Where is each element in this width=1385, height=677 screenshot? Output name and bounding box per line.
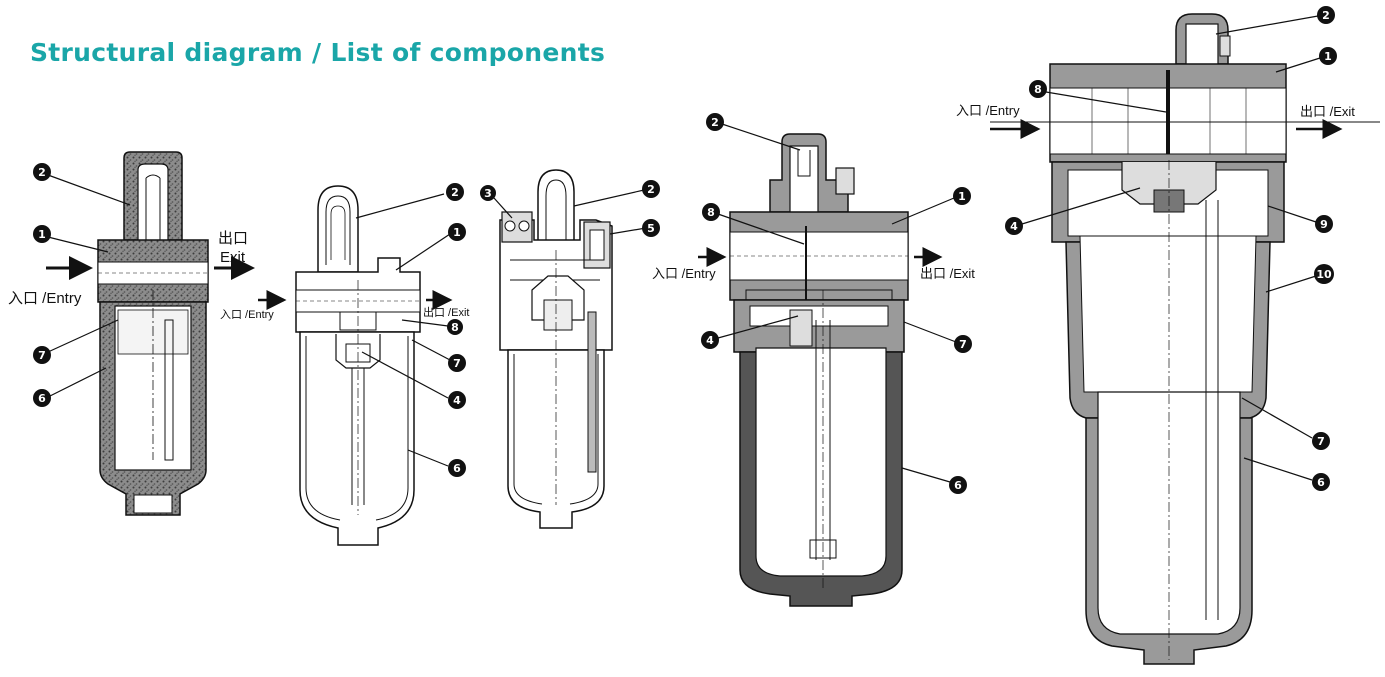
entry-label: 入口 /Entry <box>220 309 274 321</box>
callout-6: 6 <box>949 476 967 494</box>
exit-label: 出口 /Exit <box>423 305 469 319</box>
svg-text:7: 7 <box>453 357 461 370</box>
callout-2: 2 <box>1317 6 1335 24</box>
exit-label: 出口 /Exit <box>1300 104 1355 119</box>
diagram-lubricator-5: 入口 /Entry 出口 /Exit 2 1 8 4 9 10 7 6 <box>956 6 1380 665</box>
callout-6: 6 <box>448 459 466 477</box>
svg-text:6: 6 <box>453 462 461 475</box>
callout-2: 2 <box>446 183 464 201</box>
svg-text:5: 5 <box>647 222 655 235</box>
callout-7: 7 <box>448 354 466 372</box>
diagram-filter-1: 入口 /Entry 出口 Exit 2 1 7 6 <box>8 151 255 516</box>
callout-5: 5 <box>642 219 660 237</box>
callout-1: 1 <box>448 223 466 241</box>
callout-1: 1 <box>1319 47 1337 65</box>
svg-text:2: 2 <box>1322 9 1330 22</box>
entry-label: 入口 /Entry <box>652 266 716 281</box>
svg-text:1: 1 <box>958 190 966 203</box>
callout-3: 3 <box>480 185 496 201</box>
exit-label: 出口 /Exit <box>920 266 975 281</box>
svg-text:10: 10 <box>1316 268 1332 281</box>
callout-10: 10 <box>1314 264 1334 284</box>
callout-8: 8 <box>1029 80 1047 98</box>
svg-text:8: 8 <box>1034 83 1042 96</box>
diagram-filter-3: 3 2 5 <box>480 169 660 529</box>
diagram-lubricator-4: 入口 /Entry 出口 /Exit 2 1 8 4 7 6 <box>652 113 975 607</box>
callout-2: 2 <box>642 180 660 198</box>
svg-text:8: 8 <box>451 321 459 334</box>
svg-text:7: 7 <box>1317 435 1325 448</box>
svg-text:2: 2 <box>711 116 719 129</box>
svg-text:6: 6 <box>38 392 46 405</box>
exit-label-en: Exit <box>220 249 246 266</box>
callout-7: 7 <box>1312 432 1330 450</box>
callout-9: 9 <box>1315 215 1333 233</box>
callout-6: 6 <box>1312 473 1330 491</box>
svg-text:9: 9 <box>1320 218 1328 231</box>
callout-4: 4 <box>1005 217 1023 235</box>
svg-text:1: 1 <box>453 226 461 239</box>
svg-text:7: 7 <box>959 338 967 351</box>
callout-7: 7 <box>954 335 972 353</box>
callout-7: 7 <box>33 346 51 364</box>
callout-2: 2 <box>33 163 51 181</box>
svg-text:6: 6 <box>954 479 962 492</box>
page-title: Structural diagram / List of components <box>30 38 606 67</box>
svg-text:4: 4 <box>706 334 714 347</box>
exit-label-cn: 出口 <box>218 230 248 247</box>
callout-1: 1 <box>953 187 971 205</box>
callout-8: 8 <box>447 319 463 335</box>
svg-text:4: 4 <box>1010 220 1018 233</box>
svg-text:8: 8 <box>707 206 715 219</box>
callout-8: 8 <box>702 203 720 221</box>
svg-text:2: 2 <box>647 183 655 196</box>
svg-text:3: 3 <box>484 187 492 200</box>
callout-6: 6 <box>33 389 51 407</box>
entry-label: 入口 /Entry <box>956 103 1020 118</box>
diagram-filter-2: 入口 /Entry 出口 /Exit 2 1 8 7 4 6 <box>220 183 469 546</box>
callout-4: 4 <box>448 391 466 409</box>
svg-text:7: 7 <box>38 349 46 362</box>
entry-label: 入口 /Entry <box>8 290 82 307</box>
svg-text:4: 4 <box>453 394 461 407</box>
callout-4: 4 <box>701 331 719 349</box>
svg-text:2: 2 <box>38 166 46 179</box>
svg-text:6: 6 <box>1317 476 1325 489</box>
svg-text:2: 2 <box>451 186 459 199</box>
callout-1: 1 <box>33 225 51 243</box>
svg-text:1: 1 <box>38 228 46 241</box>
svg-text:1: 1 <box>1324 50 1332 63</box>
callout-2: 2 <box>706 113 724 131</box>
